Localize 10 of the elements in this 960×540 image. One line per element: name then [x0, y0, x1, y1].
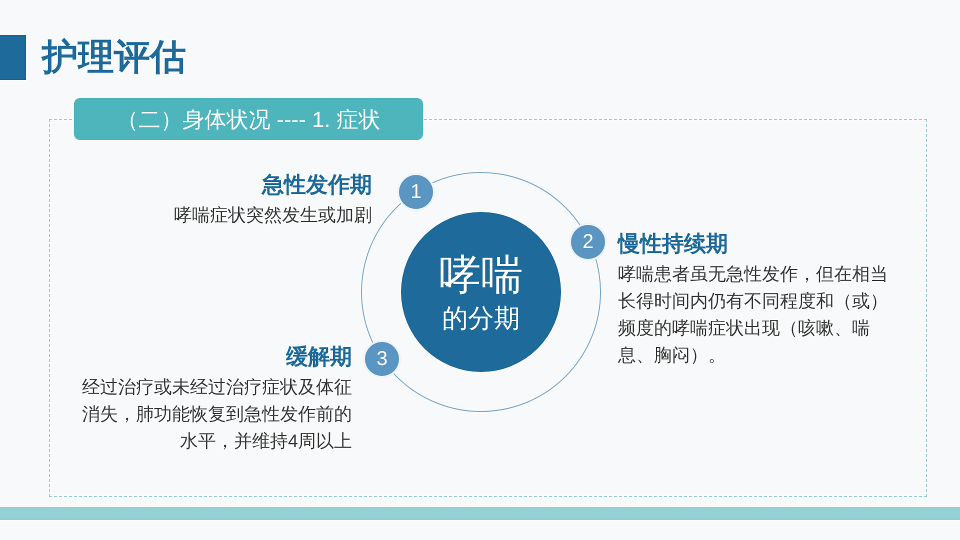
stage-description: 哮喘症状突然发生或加剧 — [173, 204, 372, 227]
stage-heading: 急性发作期 — [260, 171, 372, 199]
slide-title: 护理评估 — [42, 35, 186, 79]
stage-heading: 慢性持续期 — [618, 230, 729, 258]
center-title: 哮喘 — [439, 250, 523, 300]
section-banner: （二）身体状况 ---- 1. 症状 — [74, 98, 423, 140]
stage-description: 经过治疗或未经过治疗症状及体征消失，肺功能恢复到急性发作前的水平，并维持4周以上 — [81, 376, 352, 453]
stage-description: 哮喘患者虽无急性发作，但在相当长得时间内仍有不同程度和（或）频度的哮喘症状出现（咳嗽、喘息、胸闷）。 — [618, 263, 889, 367]
center-subtitle: 的分期 — [442, 302, 520, 335]
stage-heading: 缓解期 — [284, 343, 352, 371]
